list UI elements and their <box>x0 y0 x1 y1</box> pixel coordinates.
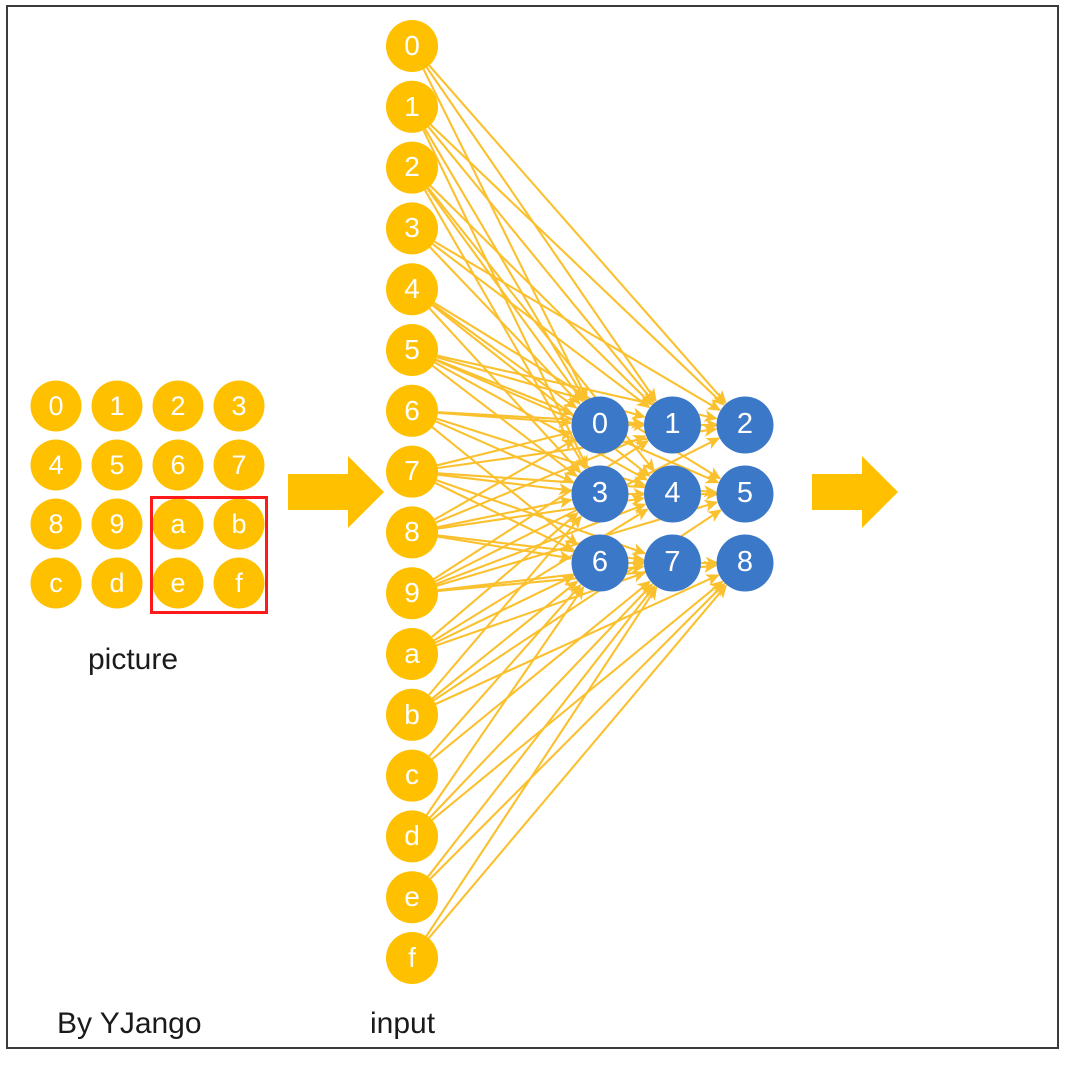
edge-input-1-to-output-1 <box>427 126 655 404</box>
picture-cell-8[interactable] <box>30 498 82 550</box>
edge-input-a-to-output-3 <box>431 512 579 638</box>
edge-input-2-to-output-0 <box>426 187 584 403</box>
output-node-8[interactable] <box>716 534 774 592</box>
edge-input-5-to-output-3 <box>431 364 578 478</box>
picture-cell-7[interactable] <box>213 439 265 491</box>
edge-input-b-to-output-3 <box>428 515 582 696</box>
picture-cell-b[interactable] <box>213 498 265 550</box>
edge-input-1-to-output-0 <box>424 128 586 402</box>
picture-grid-circles <box>30 380 265 609</box>
input-node-6[interactable] <box>386 384 438 437</box>
input-node-e[interactable] <box>386 871 438 924</box>
output-node-4[interactable] <box>644 465 701 523</box>
edge-input-4-to-output-0 <box>432 303 578 409</box>
edge-input-d-to-output-7 <box>429 583 654 819</box>
edge-input-8-to-output-0 <box>434 438 576 521</box>
edge-input-6-to-output-3 <box>435 420 575 484</box>
output-node-2[interactable] <box>716 396 774 454</box>
edge-input-0-to-output-1 <box>425 66 657 403</box>
output-node-6[interactable] <box>571 534 629 592</box>
input-node-1[interactable] <box>386 80 438 133</box>
edge-input-3-to-output-1 <box>432 243 651 409</box>
edge-input-e-to-output-8 <box>429 582 726 880</box>
input-node-f[interactable] <box>386 932 438 984</box>
edge-input-3-to-output-2 <box>433 240 722 411</box>
edge-input-5-to-output-0 <box>435 358 575 416</box>
input-node-4[interactable] <box>386 263 438 316</box>
edge-input-b-to-output-6 <box>431 580 579 700</box>
edge-input-0-to-output-2 <box>428 64 727 405</box>
edge-input-7-to-output-6 <box>434 482 576 552</box>
edge-input-9-to-output-1 <box>433 440 650 580</box>
edge-input-6-to-output-0 <box>437 411 573 428</box>
arrow-picture-to-input-icon <box>288 456 384 528</box>
input-node-3[interactable] <box>386 202 438 255</box>
output-layer-circles <box>571 396 774 592</box>
output-node-1[interactable] <box>644 396 701 454</box>
input-node-0[interactable] <box>386 20 438 72</box>
picture-cell-d[interactable] <box>91 557 143 609</box>
input-node-d[interactable] <box>386 810 438 863</box>
picture-label: picture <box>88 643 179 676</box>
input-node-a[interactable] <box>386 628 438 680</box>
picture-cell-0[interactable] <box>30 380 82 432</box>
picture-cell-2[interactable] <box>152 380 204 432</box>
edge-input-a-to-output-4 <box>433 508 649 642</box>
picture-cell-f[interactable] <box>213 557 265 609</box>
block-arrows <box>288 456 898 528</box>
author-credit-label: By YJango <box>57 1007 202 1040</box>
edge-input-a-to-output-6 <box>434 574 575 644</box>
edge-input-f-to-output-8 <box>427 584 728 939</box>
picture-cell-4[interactable] <box>30 439 82 491</box>
edge-input-0-to-output-0 <box>422 68 588 401</box>
input-node-b[interactable] <box>386 688 438 741</box>
edge-input-f-to-output-7 <box>425 586 658 937</box>
edge-input-d-to-output-6 <box>425 585 585 816</box>
arrow-output-to-next-icon <box>812 456 898 528</box>
picture-cell-3[interactable] <box>213 380 265 432</box>
picture-cell-9[interactable] <box>91 498 143 550</box>
edge-input-b-to-output-8 <box>435 574 720 705</box>
input-layer-label: input <box>370 1007 436 1040</box>
edge-input-6-to-output-6 <box>431 426 579 546</box>
edge-input-2-to-output-1 <box>429 185 653 406</box>
edge-input-1-to-output-2 <box>430 124 725 406</box>
input-node-7[interactable] <box>386 445 438 498</box>
output-node-7[interactable] <box>644 534 701 592</box>
edge-input-e-to-output-7 <box>427 584 656 878</box>
picture-cell-6[interactable] <box>152 439 204 491</box>
output-node-0[interactable] <box>571 396 629 454</box>
input-node-5[interactable] <box>386 324 438 376</box>
input-node-c[interactable] <box>386 749 438 802</box>
edge-input-7-to-output-3 <box>437 473 573 496</box>
picture-cell-e[interactable] <box>152 557 204 609</box>
edge-input-c-to-output-6 <box>428 583 582 757</box>
picture-cell-c[interactable] <box>30 557 82 609</box>
edge-input-d-to-output-8 <box>431 580 724 821</box>
input-node-2[interactable] <box>386 141 438 194</box>
picture-cell-5[interactable] <box>91 439 143 491</box>
input-layer-circles <box>386 20 438 984</box>
output-node-5[interactable] <box>716 465 774 523</box>
picture-cell-1[interactable] <box>91 380 143 432</box>
edge-input-c-to-output-7 <box>431 580 651 761</box>
picture-cell-a[interactable] <box>152 498 204 550</box>
input-node-9[interactable] <box>386 567 438 620</box>
edge-input-7-to-output-0 <box>436 429 574 467</box>
output-node-3[interactable] <box>571 465 629 523</box>
input-node-8[interactable] <box>386 506 438 559</box>
receptive-field-box <box>150 496 268 614</box>
